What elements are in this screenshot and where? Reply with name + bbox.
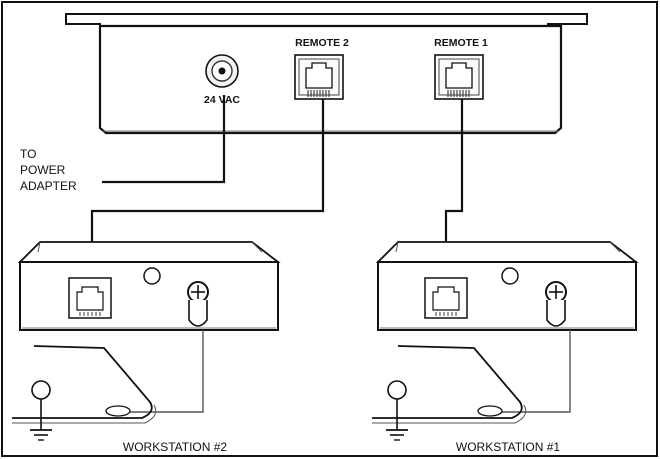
power-adapter-label-line3: ADAPTER (20, 179, 77, 193)
ws1-ground-wire (498, 330, 571, 413)
ws2-monitor-top (17, 241, 281, 263)
workstation-2: WORKSTATION #2 (12, 241, 281, 454)
ws2-jack-icon (68, 277, 112, 319)
ws2-ground-wire (122, 330, 204, 413)
ws2-indicator-icon (143, 267, 161, 285)
power-jack-icon (205, 54, 239, 88)
ws1-monitor-top (375, 241, 639, 263)
remote1-label: REMOTE 1 (434, 37, 488, 49)
ws2-ground-screw-icon (187, 281, 209, 327)
ws1-jack-icon (424, 277, 468, 319)
power-jack-label: 24 VAC (204, 94, 240, 106)
workstation-2-label: WORKSTATION #2 (123, 440, 228, 454)
ws1-indicator-icon (501, 267, 519, 285)
power-cable (102, 95, 226, 184)
workstation-1: WORKSTATION #1 (372, 241, 639, 454)
power-adapter-label-line2: POWER (20, 163, 66, 177)
workstation-1-label: WORKSTATION #1 (456, 440, 561, 454)
ws1-earth-ground-icon (386, 380, 408, 441)
ws2-mat-snap-icon (105, 405, 131, 417)
power-adapter-label-line1: TO (20, 147, 36, 161)
ws1-esd-mat (372, 345, 523, 419)
hub-unit: 24 VAC REMOTE 2 REMOTE 1 (65, 13, 588, 135)
remote1-port-icon (434, 54, 484, 100)
remote2-port-icon (294, 54, 344, 100)
ws1-ground-screw-icon (545, 281, 567, 327)
ws2-earth-ground-icon (30, 380, 52, 441)
ws1-mat-snap-icon (477, 405, 503, 417)
remote2-label: REMOTE 2 (295, 37, 349, 49)
ws2-esd-mat (12, 345, 153, 419)
